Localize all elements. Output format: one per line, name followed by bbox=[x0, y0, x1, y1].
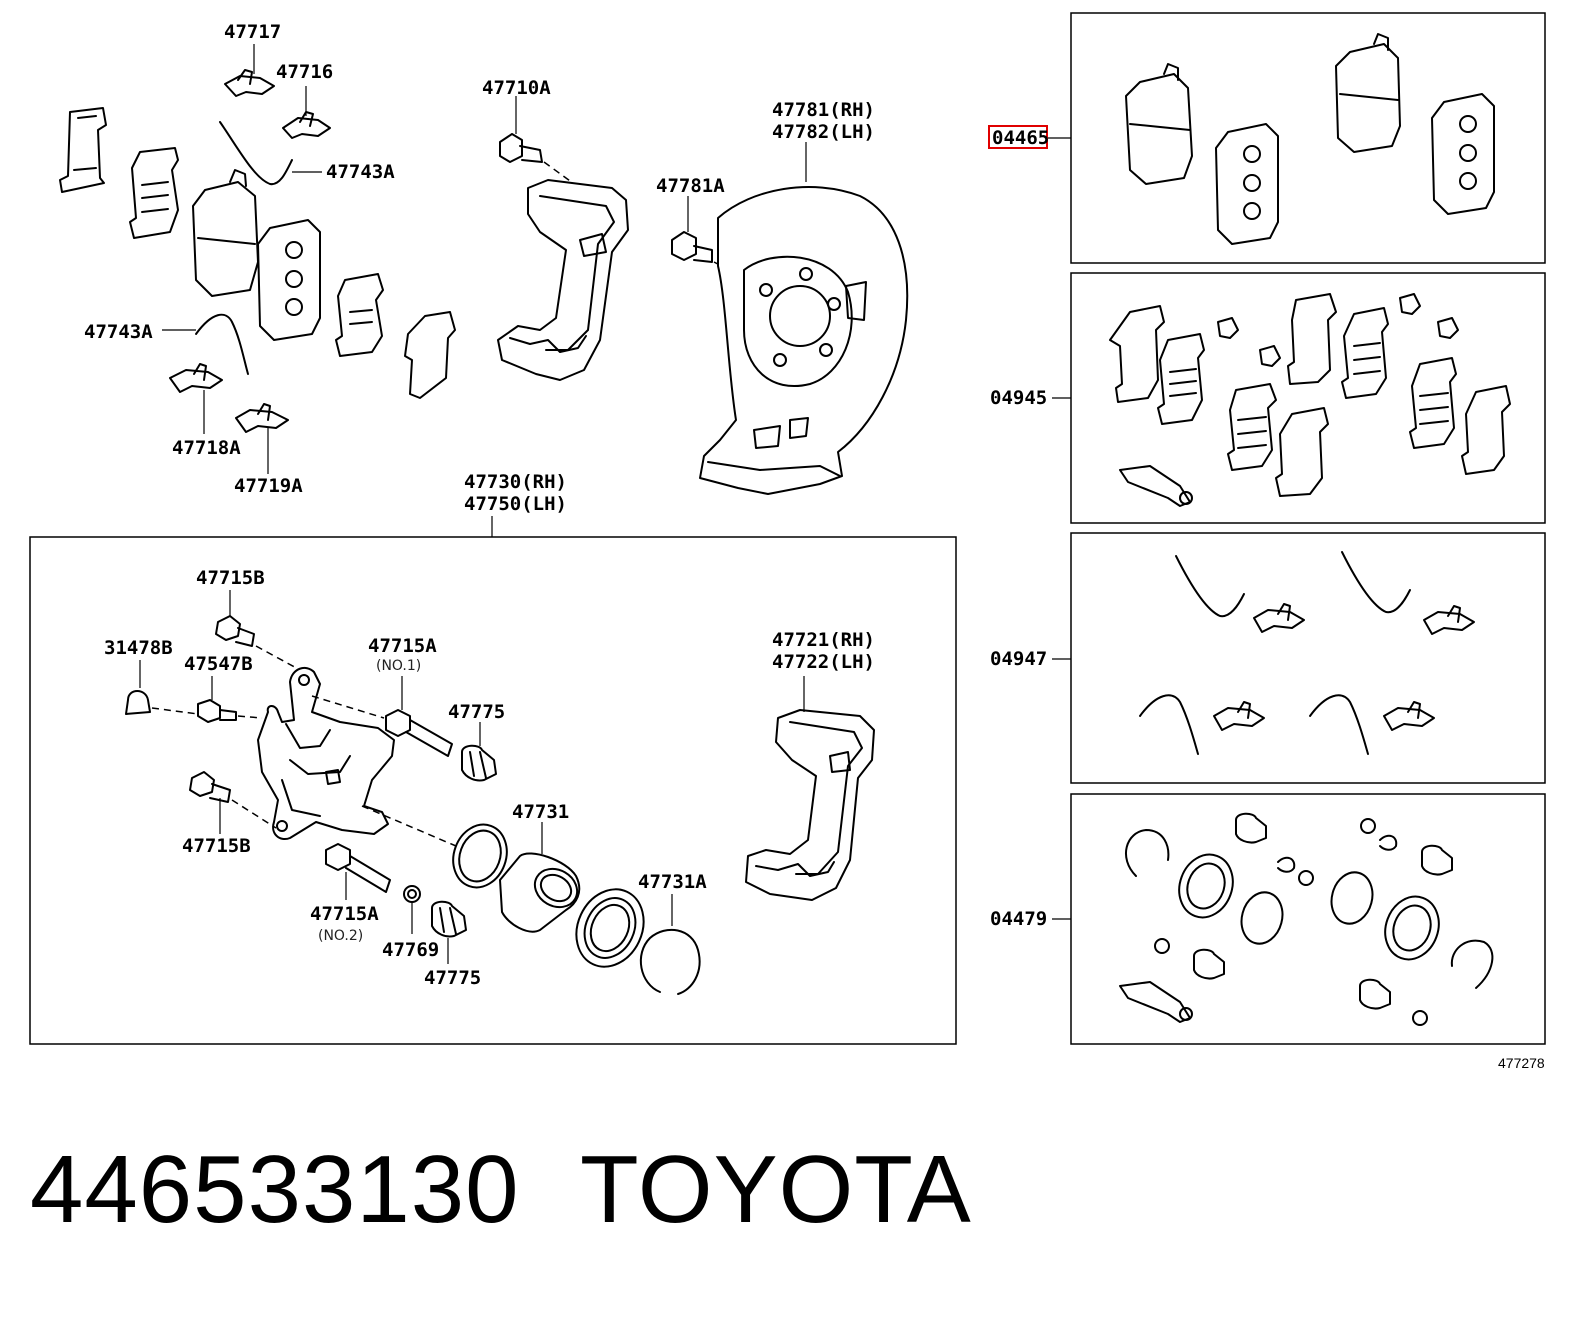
kit-04465-label[interactable]: 04465 bbox=[992, 127, 1049, 149]
label-47715A-no1: 47715A bbox=[368, 635, 437, 657]
label-47715B-low: 47715B bbox=[182, 835, 251, 857]
label-47775-low: 47775 bbox=[424, 967, 481, 989]
label-47743A-low: 47743A bbox=[84, 321, 153, 343]
label-47781-rh: 47781(RH) bbox=[772, 99, 875, 121]
part-number: 446533130 bbox=[30, 1136, 520, 1243]
kit-04947-spring-kit: 04947 bbox=[990, 532, 1546, 784]
label-47769: 47769 bbox=[382, 939, 439, 961]
kit-04479-overhaul-kit: 04479 bbox=[990, 793, 1546, 1045]
label-47547B: 47547B bbox=[184, 653, 253, 675]
label-47731: 47731 bbox=[512, 801, 569, 823]
kit-04465-highlight bbox=[988, 125, 1048, 149]
caliper-assembly-box: 47730(RH) 47750(LH) bbox=[29, 471, 957, 1045]
label-47715B-top: 47715B bbox=[196, 567, 265, 589]
label-47782-lh: 47782(LH) bbox=[772, 121, 875, 143]
bracket-and-cover-cluster: 47710A 47781A 47781(RH) 47782(LH) bbox=[482, 77, 909, 495]
note-no1: (NO.1) bbox=[376, 658, 421, 674]
label-47775-top: 47775 bbox=[448, 701, 505, 723]
label-47731A: 47731A bbox=[638, 871, 707, 893]
kit-04947-label[interactable]: 04947 bbox=[990, 648, 1047, 670]
label-47743A-top: 47743A bbox=[326, 161, 395, 183]
label-47718A: 47718A bbox=[172, 437, 241, 459]
kit-04945-label[interactable]: 04945 bbox=[990, 387, 1047, 409]
diagram-reference-number: 477278 bbox=[1498, 1055, 1545, 1071]
pad-shim-cluster: 47717 47716 47743A 47743A 47718A 47719A bbox=[59, 21, 456, 497]
label-31478B: 31478B bbox=[104, 637, 173, 659]
label-47710A: 47710A bbox=[482, 77, 551, 99]
label-47717: 47717 bbox=[224, 21, 281, 43]
brand-name: TOYOTA bbox=[580, 1136, 972, 1243]
label-47715A-no2: 47715A bbox=[310, 903, 379, 925]
kit-04465-pad-kit: 04465 bbox=[988, 12, 1546, 264]
label-47722-lh: 47722(LH) bbox=[772, 651, 875, 673]
label-47750-lh: 47750(LH) bbox=[464, 493, 567, 515]
label-47721-rh: 47721(RH) bbox=[772, 629, 875, 651]
note-no2: (NO.2) bbox=[318, 928, 363, 944]
label-47781A: 47781A bbox=[656, 175, 725, 197]
label-47730-rh: 47730(RH) bbox=[464, 471, 567, 493]
kit-04479-label[interactable]: 04479 bbox=[990, 908, 1047, 930]
label-47719A: 47719A bbox=[234, 475, 303, 497]
kit-04945-shim-kit: 04945 bbox=[990, 272, 1546, 524]
label-47716: 47716 bbox=[276, 61, 333, 83]
